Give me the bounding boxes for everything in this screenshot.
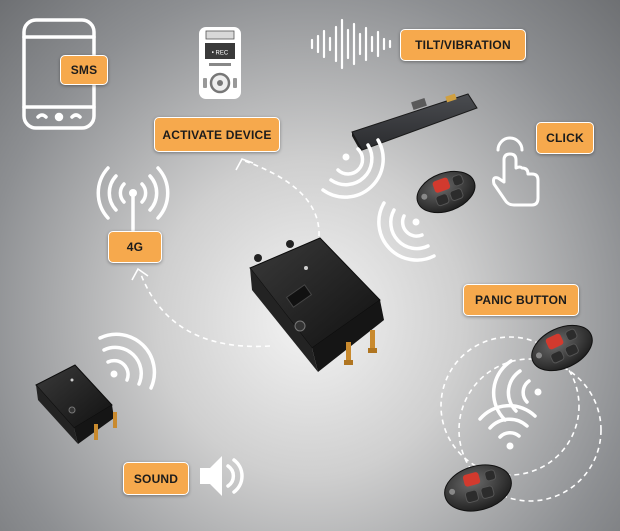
click-label: CLICK (536, 122, 594, 154)
wifi-waves-icon (321, 138, 385, 199)
arrow-to-activate (235, 158, 254, 171)
speaker-icon (200, 456, 244, 496)
wifi-waves-icon (377, 201, 436, 262)
arc-device-to-activate (241, 159, 320, 246)
activate-device-label: ACTIVATE DEVICE (154, 117, 280, 152)
tilt-vibration-label: TILT/VIBRATION (400, 29, 526, 61)
panic-button-label: PANIC BUTTON (463, 284, 579, 316)
antenna-icon (96, 166, 170, 232)
wifi-waves-icon (98, 332, 157, 390)
recorder-rec-text: • REC (212, 51, 229, 57)
voice-recorder-icon: • REC (199, 27, 241, 99)
sms-label: SMS (60, 55, 108, 85)
4g-label: 4G (108, 231, 162, 263)
panic-range-circle-2 (458, 358, 602, 502)
wifi-waves-icon (478, 403, 537, 450)
wifi-waves-icon (491, 359, 542, 422)
panic-range-circle-1 (440, 336, 580, 476)
slim-tracker-device (351, 93, 478, 154)
remote-keyfob-icon (416, 170, 476, 214)
remote-keyfob-icon (444, 464, 512, 512)
sound-label: SOUND (123, 462, 189, 495)
arc-device-to-4g (139, 271, 271, 348)
hand-tap-icon (492, 136, 540, 207)
remote-keyfob-icon (531, 324, 593, 372)
sound-wave-icon (310, 18, 392, 70)
gps-tracker-device (249, 237, 384, 372)
gps-tracker-device (35, 364, 117, 444)
connection-arcs (131, 158, 602, 502)
arrow-to-4g (131, 267, 149, 281)
